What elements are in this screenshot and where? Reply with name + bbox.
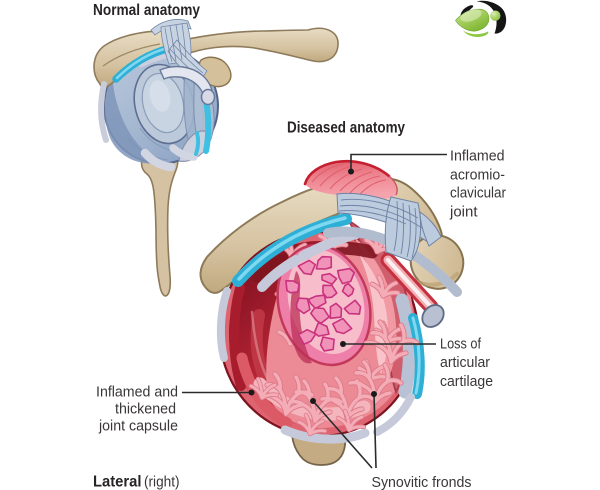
svg-text:joint: joint (449, 204, 478, 221)
svg-text:articular: articular (440, 354, 490, 371)
svg-text:Normal anatomy: Normal anatomy (93, 2, 200, 19)
svg-text:Synovitic fronds: Synovitic fronds (372, 474, 472, 490)
svg-text:thickened: thickened (115, 401, 176, 418)
svg-text:acromio-: acromio- (450, 166, 505, 183)
svg-text:Lateral: Lateral (93, 474, 142, 490)
svg-text:Loss of: Loss of (440, 335, 482, 352)
svg-text:(right): (right) (144, 474, 180, 490)
svg-text:clavicular: clavicular (450, 185, 506, 202)
svg-text:Inflamed: Inflamed (450, 148, 505, 165)
svg-text:cartilage: cartilage (440, 373, 493, 390)
svg-text:Inflamed and: Inflamed and (96, 384, 178, 401)
svg-text:joint capsule: joint capsule (98, 418, 178, 435)
svg-text:Diseased anatomy: Diseased anatomy (287, 120, 405, 137)
